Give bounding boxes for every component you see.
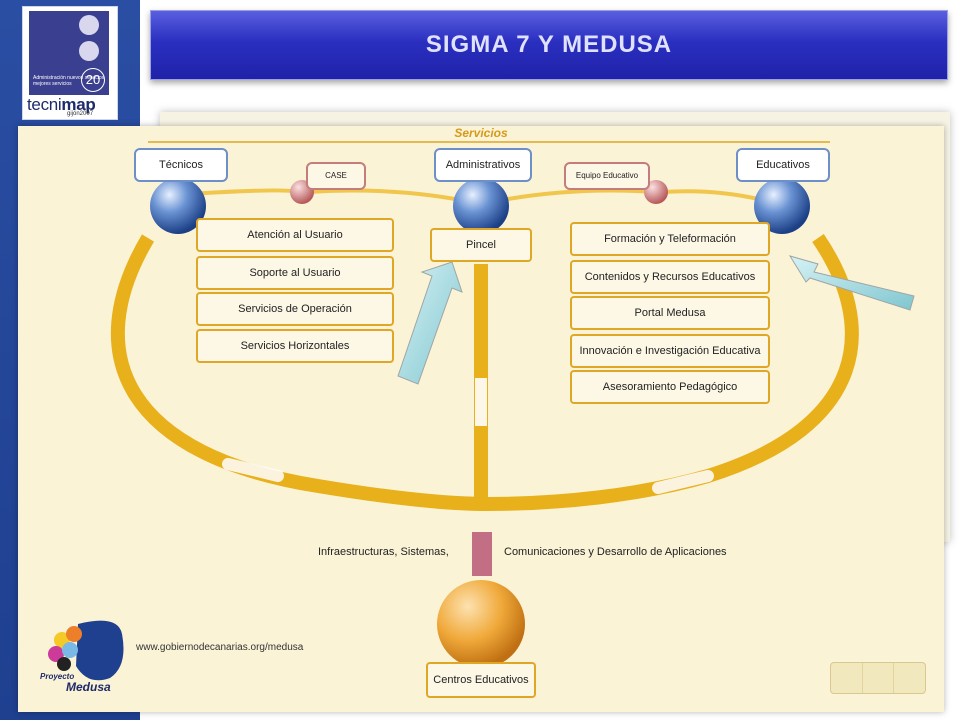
nav-next-button[interactable] — [894, 663, 925, 693]
logo-word-a: tecni — [27, 95, 62, 114]
centros-sphere — [437, 580, 525, 668]
tecnimap-logo: Administración nuevos servicios mejores … — [22, 6, 118, 120]
tecnicos-item-2: Soporte al Usuario — [196, 256, 394, 290]
category-tecnicos: Técnicos — [134, 148, 228, 182]
project-label-top: Proyecto — [40, 672, 75, 681]
logo-dot-icon — [79, 41, 99, 61]
category-educativos: Educativos — [736, 148, 830, 182]
educativos-item-1: Formación y Teleformación — [570, 222, 770, 256]
arc-highlight-left — [222, 458, 284, 482]
tecnicos-item-4: Servicios Horizontales — [196, 329, 394, 363]
educativos-item-4: Innovación e Investigación Educativa — [570, 334, 770, 368]
category-administrativos: Administrativos — [434, 148, 532, 182]
infra-left-label: Infraestructuras, Sistemas, — [318, 546, 449, 558]
tecnicos-sphere — [150, 178, 206, 234]
educativos-item-5: Asesoramiento Pedagógico — [570, 370, 770, 404]
infra-connector — [472, 532, 492, 576]
equipo-educativo-box: Equipo Educativo — [564, 162, 650, 190]
tecnicos-item-3: Servicios de Operación — [196, 292, 394, 326]
medusa-logo-icon — [48, 620, 124, 681]
logo-word-b: map — [61, 95, 96, 114]
logo-wordmark: tecnimap — [27, 95, 96, 115]
arrow-pincel-icon — [397, 261, 463, 385]
educativos-sphere — [754, 178, 810, 234]
services-diagram: Servicios Técnicos Administrativos Educa… — [18, 126, 944, 712]
connector-tecnicos-case — [187, 188, 297, 196]
nav-prev-button[interactable] — [831, 663, 863, 693]
project-label-bottom: Medusa — [66, 680, 111, 694]
equipo-sphere — [644, 180, 668, 204]
logo-year: gijón2007 — [67, 111, 94, 117]
diagram-graphics — [48, 141, 915, 684]
logo-dot-icon — [79, 15, 99, 35]
medusa-url: www.gobiernodecanarias.org/medusa — [136, 642, 304, 653]
logo-panel: Administración nuevos servicios mejores … — [29, 11, 109, 95]
slide-nav-controls[interactable] — [830, 662, 926, 694]
arrow-educativos-icon — [788, 255, 915, 311]
infra-right-label: Comunicaciones y Desarrollo de Aplicacio… — [504, 546, 727, 558]
curve-right-arc — [487, 234, 859, 511]
case-label-box: CASE — [306, 162, 366, 190]
educativos-item-3: Portal Medusa — [570, 296, 770, 330]
admin-item-pincel: Pincel — [430, 228, 532, 262]
nav-home-button[interactable] — [863, 663, 895, 693]
tecnicos-item-1: Atención al Usuario — [196, 218, 394, 252]
logo-number: 20 — [81, 68, 105, 92]
arc-highlight-right — [652, 470, 714, 494]
logo-tagline: Administración nuevos servicios mejores … — [33, 75, 105, 87]
page-title: SIGMA 7 Y MEDUSA — [425, 31, 673, 58]
centros-educativos-box: Centros Educativos — [426, 662, 536, 698]
administrativos-sphere — [453, 178, 509, 234]
educativos-item-2: Contenidos y Recursos Educativos — [570, 260, 770, 294]
services-title: Servicios — [454, 126, 508, 140]
title-bar: SIGMA 7 Y MEDUSA — [150, 10, 948, 80]
